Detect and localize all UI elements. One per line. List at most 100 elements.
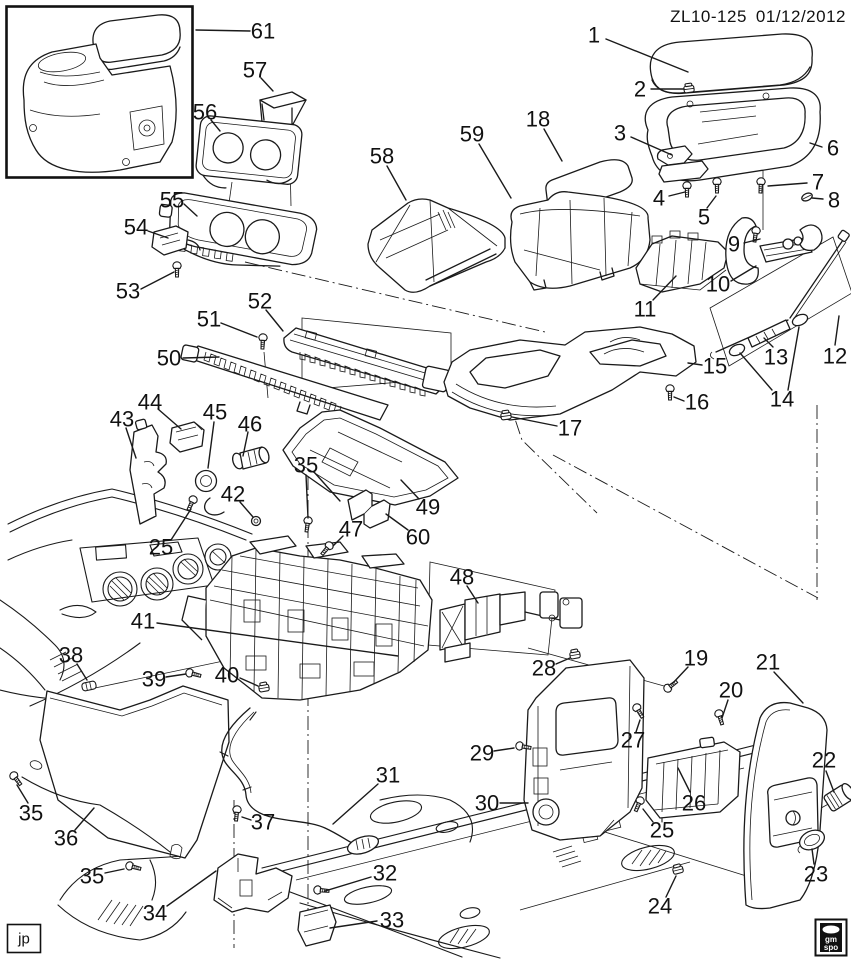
- leader-line-35: [305, 474, 309, 519]
- part-48-bracket-assembly: [439, 591, 583, 663]
- leader-line-13: [763, 337, 774, 348]
- screw-53: [172, 261, 182, 278]
- leader-line-6: [809, 142, 823, 148]
- callout-32: 32: [373, 861, 397, 886]
- leader-line-33: [329, 920, 378, 929]
- leader-line-18: [543, 128, 563, 162]
- screw-35-lower: [124, 860, 143, 874]
- part-22-power-outlet: [823, 782, 851, 812]
- callout-59: 59: [460, 122, 484, 147]
- part-30-rear-support-bracket: [523, 659, 645, 841]
- callout-25: 25: [650, 818, 674, 843]
- leader-line-10: [730, 265, 757, 282]
- part-54-latch: [151, 225, 201, 256]
- leader-line-24: [665, 875, 677, 898]
- part-52-trim-panel: [283, 327, 451, 397]
- clip-8: [801, 192, 813, 202]
- leader-line-5: [706, 195, 717, 209]
- leader-line-34: [166, 870, 217, 907]
- leader-line-4: [668, 191, 686, 197]
- leader-line-23: [811, 848, 815, 865]
- screw-16: [665, 384, 675, 401]
- part-45-retainer-rings: [194, 469, 225, 516]
- callout-31: 31: [376, 763, 400, 788]
- callout-3: 3: [614, 121, 626, 146]
- leader-line-37: [241, 816, 252, 821]
- callouts-layer: 1234567891011121314151617181920212223242…: [16, 19, 847, 933]
- leader-line-59: [478, 143, 512, 199]
- callout-12: 12: [823, 344, 847, 369]
- fasteners: [7, 82, 813, 896]
- part-60-bracket: [347, 489, 391, 529]
- drawing-code: ZL10-125: [670, 7, 747, 26]
- leader-line-12: [834, 315, 840, 346]
- callout-19: 19: [684, 646, 708, 671]
- callout-42: 42: [221, 482, 245, 507]
- callout-34: 34: [143, 901, 167, 926]
- leader-line-7: [767, 182, 808, 187]
- nut-28: [568, 648, 582, 660]
- callout-25: 25: [149, 535, 173, 560]
- callout-5: 5: [698, 205, 710, 230]
- leader-line-8: [811, 197, 824, 200]
- leader-line-35: [313, 471, 341, 502]
- part-23-retainer-ring: [797, 829, 826, 854]
- corner-code-text: jp: [17, 931, 30, 948]
- logo-oval: [822, 925, 840, 934]
- part-12-rod: [789, 229, 850, 321]
- callout-1: 1: [588, 23, 600, 48]
- callout-51: 51: [197, 307, 221, 332]
- leader-line-1: [605, 38, 689, 73]
- screw-51: [257, 333, 268, 350]
- leader-line-9: [743, 238, 761, 244]
- callout-47: 47: [339, 517, 363, 542]
- callout-30: 30: [475, 791, 499, 816]
- callout-48: 48: [450, 565, 474, 590]
- callout-10: 10: [706, 272, 730, 297]
- screw-35-left: [7, 769, 25, 788]
- leader-line-41: [156, 622, 399, 657]
- gm-spo-logo: gm spo: [814, 918, 848, 957]
- bolt-19: [661, 677, 680, 695]
- callout-39: 39: [142, 667, 166, 692]
- leader-line-16: [673, 396, 685, 402]
- part-58-storage-bin: [367, 198, 506, 293]
- leader-line-45: [207, 421, 215, 469]
- corner-code-box: jp: [6, 923, 42, 954]
- callout-40: 40: [215, 663, 239, 688]
- callout-35: 35: [80, 864, 104, 889]
- part-49-floor-tray: [282, 409, 459, 506]
- leader-line-55: [183, 203, 198, 217]
- callout-20: 20: [719, 678, 743, 703]
- part-1-armrest-lid: [649, 33, 813, 95]
- leader-line-48: [466, 585, 479, 604]
- part-44-switch: [169, 421, 205, 453]
- leader-line-50: [182, 356, 220, 359]
- callout-57: 57: [243, 58, 267, 83]
- callout-43: 43: [110, 407, 134, 432]
- callout-50: 50: [157, 346, 181, 371]
- callout-8: 8: [828, 188, 840, 213]
- leader-line-47: [332, 535, 344, 547]
- callout-23: 23: [804, 862, 828, 887]
- callout-58: 58: [370, 144, 394, 169]
- leader-line-38: [76, 663, 88, 681]
- callout-60: 60: [406, 525, 430, 550]
- part-43-bracket: [129, 418, 167, 525]
- screw-4: [682, 181, 692, 198]
- callout-13: 13: [764, 345, 788, 370]
- callout-52: 52: [248, 289, 272, 314]
- leader-line-51: [220, 322, 258, 338]
- callout-7: 7: [812, 170, 824, 195]
- leader-line-21: [773, 671, 804, 704]
- clip-38: [80, 680, 98, 692]
- leader-line-53: [140, 271, 175, 290]
- leader-line-31: [332, 783, 379, 825]
- leader-line-29: [493, 747, 515, 752]
- leader-line-44: [157, 408, 182, 430]
- part-56-cupholder-insert: [195, 115, 303, 189]
- part-31-wiring-harness: [219, 707, 380, 855]
- callout-37: 37: [251, 810, 275, 835]
